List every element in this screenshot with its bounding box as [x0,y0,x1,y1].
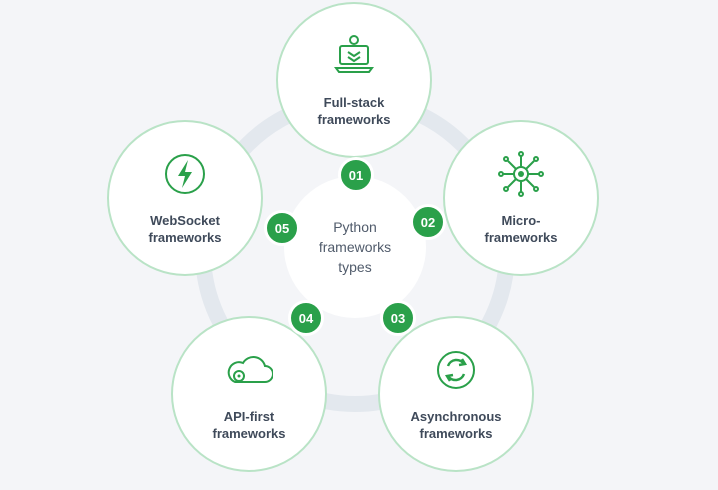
center-title: Python frameworks types [318,219,392,275]
cloud-gear-icon [227,356,273,383]
node-number-badge: 02 [410,204,446,240]
node-number-badge: 04 [288,300,324,336]
network-hub-icon [498,151,544,197]
lightning-icon [165,154,205,194]
node-async: Asynchronous frameworks [378,316,534,472]
node-number-badge: 03 [380,300,416,336]
node-api-first: API-first frameworks [171,316,327,472]
node-number-badge: 05 [264,210,300,246]
node-label: Full-stack frameworks [317,95,391,127]
node-full-stack: Full-stack frameworks [276,2,432,158]
node-label: Micro- frameworks [484,213,558,245]
node-websocket: WebSocket frameworks [107,120,263,276]
center-circle: Python frameworks types [284,176,426,318]
node-label: WebSocket frameworks [148,213,222,245]
node-number-badge: 01 [338,157,374,193]
laptop-gear-icon [334,35,374,73]
node-label: Asynchronous frameworks [410,409,502,441]
node-label: API-first frameworks [212,409,286,441]
node-micro: Micro- frameworks [443,120,599,276]
async-cycle-icon [437,351,475,389]
